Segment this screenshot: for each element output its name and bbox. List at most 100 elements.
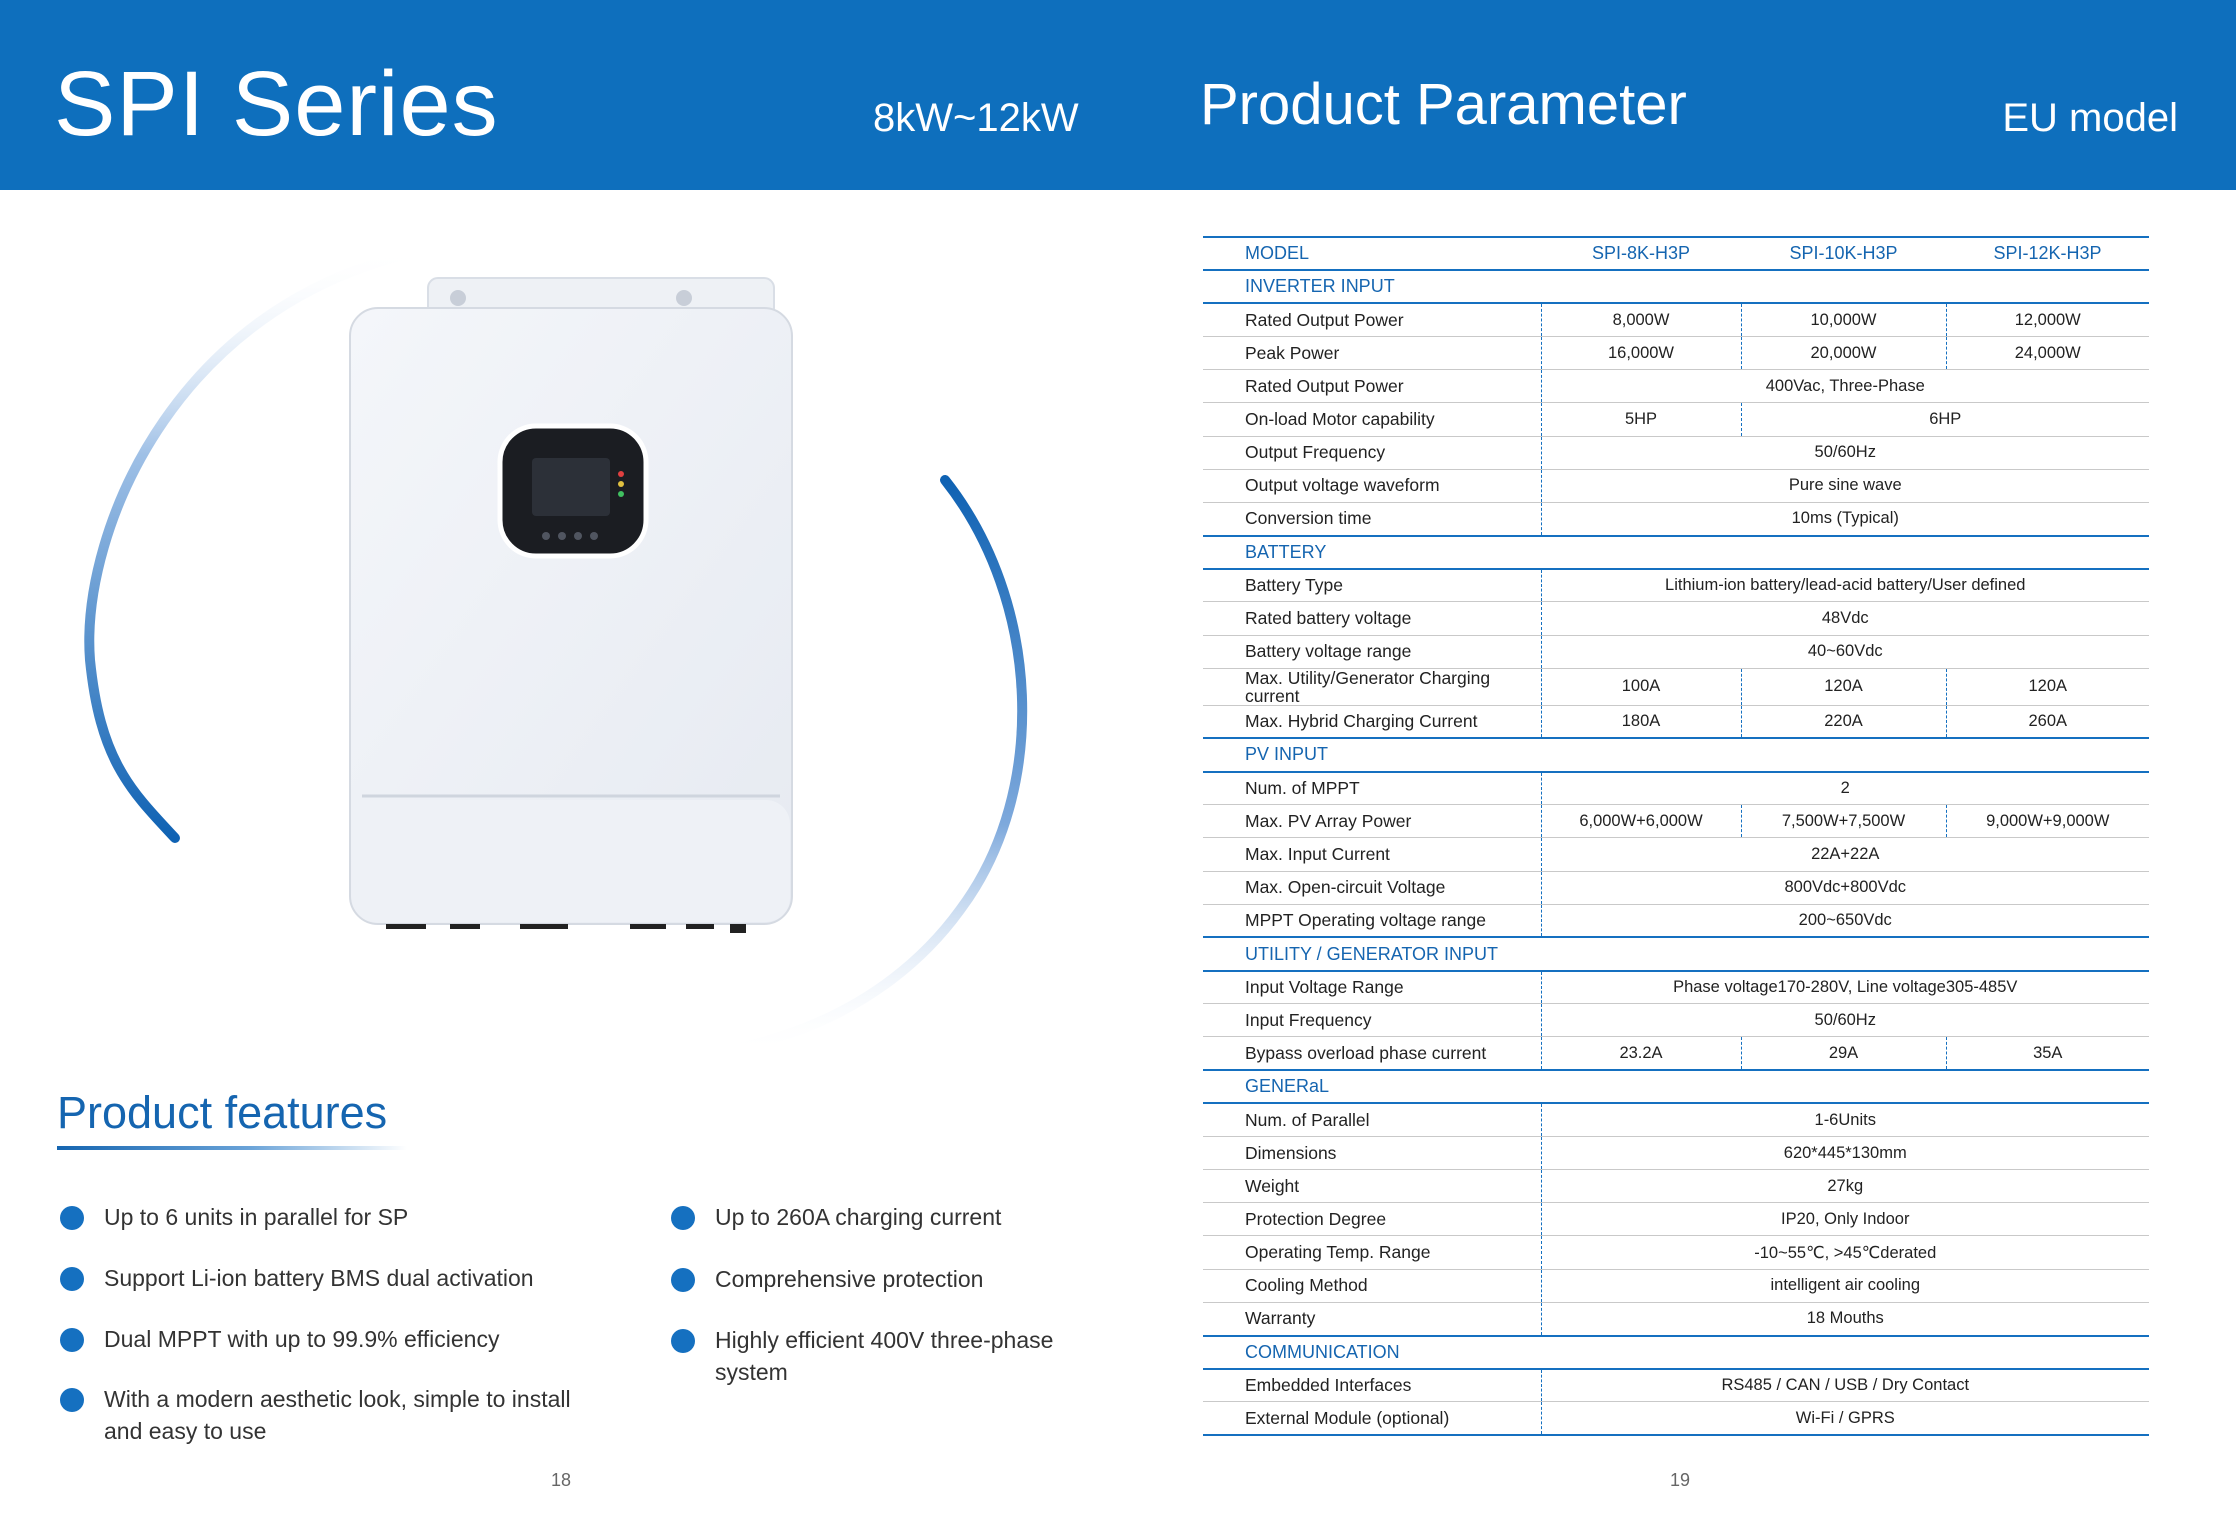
parameter-label: Conversion time <box>1203 502 1542 537</box>
features-underline <box>57 1146 407 1150</box>
section-header-row: GENERaL <box>1203 1070 2149 1105</box>
feature-item: Dual MPPT with up to 99.9% efficiency <box>60 1323 499 1355</box>
features-title: Product features <box>57 1087 388 1138</box>
decorative-arc-left <box>84 243 445 843</box>
feature-item: Up to 6 units in parallel for SP <box>60 1201 408 1233</box>
parameter-value: Lithium-ion battery/lead-acid battery/Us… <box>1541 568 2149 603</box>
parameter-label: Bypass overload phase current <box>1203 1036 1542 1072</box>
parameter-value: 400Vac, Three-Phase <box>1541 369 2149 404</box>
parameter-value: 29A <box>1741 1036 1947 1072</box>
feature-item: With a modern aesthetic look, simple to … <box>60 1383 571 1447</box>
parameter-value: 180A <box>1541 705 1742 740</box>
parameter-value: 16,000W <box>1541 336 1742 371</box>
parameter-table: MODEL SPI-8K-H3P SPI-10K-H3P SPI-12K-H3P… <box>1203 235 2149 1437</box>
parameter-value: 20,000W <box>1741 336 1947 371</box>
parameter-label: Warranty <box>1203 1302 1542 1337</box>
parameter-value: 50/60Hz <box>1541 436 2149 470</box>
bullet-dot-icon <box>60 1267 84 1291</box>
model-column-12k: SPI-12K-H3P <box>1946 235 2149 272</box>
parameter-label: Input Frequency <box>1203 1003 1542 1038</box>
feature-text: Up to 260A charging current <box>715 1204 1002 1230</box>
parameter-value: 5HP <box>1541 402 1742 437</box>
parameter-value: 8,000W <box>1541 303 1742 338</box>
table-header-row: MODEL SPI-8K-H3P SPI-10K-H3P SPI-12K-H3P <box>1203 235 2149 272</box>
parameter-label: Num. of MPPT <box>1203 771 1542 806</box>
parameter-label: Peak Power <box>1203 336 1542 371</box>
parameter-value: Wi-Fi / GPRS <box>1541 1401 2149 1437</box>
parameter-label: Input Voltage Range <box>1203 970 1542 1005</box>
section-header-row: COMMUNICATION <box>1203 1335 2149 1370</box>
parameter-value: 10ms (Typical) <box>1541 502 2149 537</box>
feature-text: Support Li-ion battery BMS dual activati… <box>104 1265 534 1291</box>
parameter-label: Rated Output Power <box>1203 369 1542 404</box>
bullet-dot-icon <box>671 1206 695 1230</box>
parameter-title: Product Parameter <box>1200 72 1687 137</box>
parameter-value: Phase voltage170-280V, Line voltage305-4… <box>1541 970 2149 1005</box>
parameter-value: 120A <box>1946 668 2149 706</box>
feature-item: Comprehensive protection <box>671 1263 983 1295</box>
parameter-value: RS485 / CAN / USB / Dry Contact <box>1541 1368 2149 1403</box>
parameter-value: 260A <box>1946 705 2149 740</box>
feature-text: Dual MPPT with up to 99.9% efficiency <box>104 1326 500 1352</box>
parameter-value: 35A <box>1946 1036 2149 1072</box>
section-title: COMMUNICATION <box>1203 1335 2149 1370</box>
section-title: INVERTER INPUT <box>1203 270 2149 305</box>
parameter-value: 10,000W <box>1741 303 1947 338</box>
parameter-value: 200~650Vdc <box>1541 904 2149 939</box>
page-number-right: 19 <box>1670 1470 1691 1490</box>
bullet-dot-icon <box>671 1329 695 1353</box>
parameter-label: External Module (optional) <box>1203 1401 1542 1437</box>
parameter-value: -10~55℃, >45℃derated <box>1541 1235 2149 1270</box>
parameter-value: 40~60Vdc <box>1541 635 2149 669</box>
parameter-value: 2 <box>1541 771 2149 806</box>
model-region: EU model <box>2002 96 2178 140</box>
parameter-value: 18 Mouths <box>1541 1302 2149 1337</box>
parameter-label: Battery Type <box>1203 568 1542 603</box>
table-row: Operating Temp. Range-10~55℃, >45℃derate… <box>1203 1235 2149 1270</box>
parameter-value: 220A <box>1741 705 1947 740</box>
parameter-label: Cooling Method <box>1203 1269 1542 1303</box>
parameter-value: 50/60Hz <box>1541 1003 2149 1038</box>
table-row: External Module (optional)Wi-Fi / GPRS <box>1203 1401 2149 1437</box>
parameter-label: Weight <box>1203 1169 1542 1204</box>
feature-text: Up to 6 units in parallel for SP <box>104 1204 409 1230</box>
parameter-label: Rated Output Power <box>1203 303 1542 338</box>
parameter-label: Embedded Interfaces <box>1203 1368 1542 1403</box>
parameter-value: 6,000W+6,000W <box>1541 804 1742 839</box>
power-range: 8kW~12kW <box>873 96 1079 140</box>
parameter-value: 9,000W+9,000W <box>1946 804 2149 839</box>
series-title: SPI Series <box>54 53 499 155</box>
feature-item: Highly efficient 400V three-phase system <box>671 1324 1053 1388</box>
parameter-label: Dimensions <box>1203 1136 1542 1171</box>
parameter-label: Num. of Parallel <box>1203 1103 1542 1137</box>
display-screen <box>532 458 610 516</box>
model-column-8k: SPI-8K-H3P <box>1541 235 1741 272</box>
parameter-label: Operating Temp. Range <box>1203 1235 1542 1270</box>
parameter-value: 800Vdc+800Vdc <box>1541 871 2149 905</box>
parameter-value: 48Vdc <box>1541 601 2149 636</box>
parameter-label: Output voltage waveform <box>1203 469 1542 503</box>
parameter-value: 620*445*130mm <box>1541 1136 2149 1171</box>
section-header-row: BATTERY <box>1203 535 2149 570</box>
parameter-label: MPPT Operating voltage range <box>1203 904 1542 939</box>
parameter-table-body: MODEL SPI-8K-H3P SPI-10K-H3P SPI-12K-H3P… <box>1203 235 2149 1437</box>
page-number-left: 18 <box>551 1470 572 1490</box>
parameter-label: Max. Utility/Generator Charging current <box>1203 668 1542 706</box>
bullet-dot-icon <box>671 1268 695 1292</box>
parameter-value: 7,500W+7,500W <box>1741 804 1947 839</box>
parameter-value: 24,000W <box>1946 336 2149 371</box>
parameter-value: 23.2A <box>1541 1036 1742 1072</box>
